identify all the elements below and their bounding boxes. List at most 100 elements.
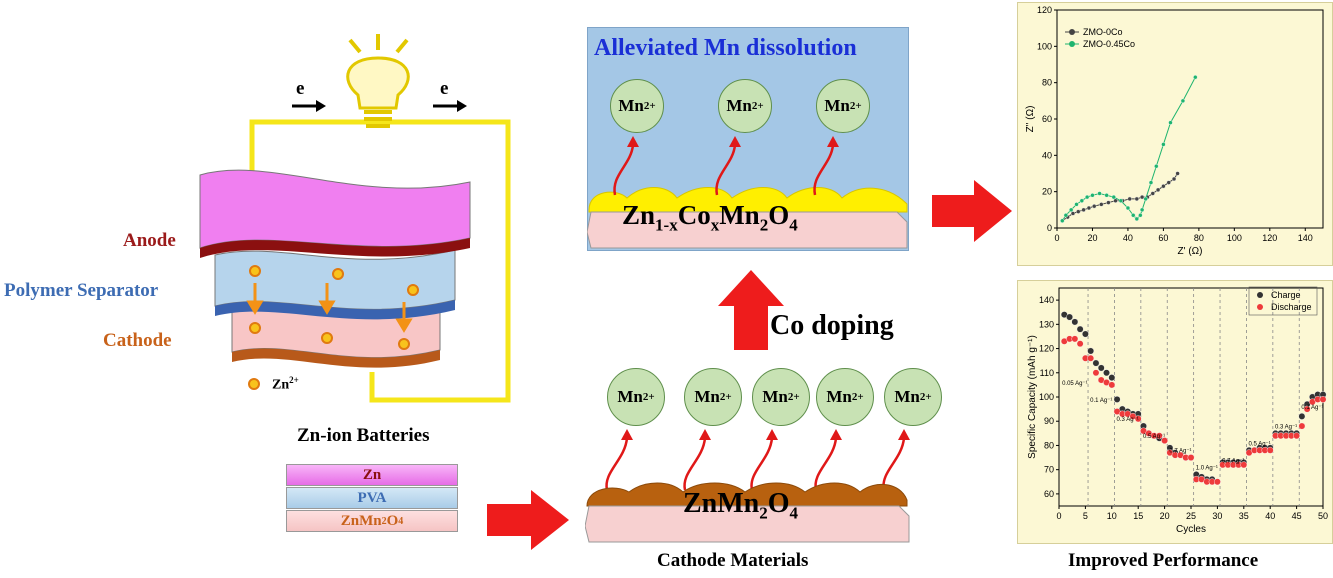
data-point-2	[1104, 193, 1109, 198]
data-point-2	[1161, 437, 1169, 445]
series-line-1	[1062, 173, 1179, 222]
data-point-2	[1161, 142, 1166, 147]
data-point-2	[1154, 164, 1159, 169]
data-point-1	[1070, 211, 1076, 216]
data-point-2	[1293, 432, 1300, 440]
data-point-1	[1076, 209, 1081, 214]
x-axis-label: Z' (Ω)	[1178, 246, 1203, 257]
legend-label-2: ZMO-0.45Co	[1083, 39, 1135, 49]
data-point-2	[1060, 218, 1065, 223]
arrow-to-performance-icon	[932, 180, 1012, 242]
x-tick-label: 15	[1133, 511, 1143, 521]
rate-label: 0.3 Ag⁻¹	[1275, 424, 1297, 430]
data-point-2	[1266, 446, 1274, 454]
data-point-1	[1139, 194, 1145, 200]
legend-label-1: Charge	[1271, 290, 1301, 300]
data-point-1	[1092, 203, 1097, 209]
doped-formula: Zn1-xCoxMn2O4	[622, 200, 798, 235]
y-tick-label: 70	[1044, 465, 1054, 475]
data-point-2	[1187, 454, 1195, 461]
data-point-2	[1168, 120, 1173, 125]
x-tick-label: 80	[1194, 233, 1204, 243]
data-point-2	[1134, 216, 1140, 222]
data-point-1	[1127, 196, 1132, 202]
data-point-2	[1108, 381, 1116, 389]
data-point-2	[1068, 207, 1074, 213]
data-point-1	[1150, 191, 1155, 196]
data-point-2	[1139, 207, 1145, 213]
y-axis-label: Z'' (Ω)	[1025, 106, 1036, 133]
legend-marker	[1257, 304, 1263, 310]
data-point-1	[1175, 171, 1180, 176]
data-point-1	[1171, 176, 1177, 182]
rate-label: 0.1 Ag⁻¹	[1090, 398, 1112, 404]
data-point-2	[1240, 461, 1248, 469]
y-tick-label: 80	[1042, 78, 1052, 88]
x-tick-label: 5	[1083, 511, 1088, 521]
data-point-1	[1099, 202, 1104, 207]
rate-label: 0.3 Ag⁻¹	[1117, 417, 1139, 423]
data-point-1	[1106, 200, 1111, 205]
co-doping-arrow-icon	[718, 270, 784, 350]
x-tick-label: 20	[1160, 511, 1170, 521]
co-doping-label: Co doping	[770, 310, 894, 341]
electron-label-left: e	[296, 78, 305, 99]
battery-schematic	[199, 34, 511, 403]
y-tick-label: 40	[1042, 150, 1052, 160]
data-point-1	[1082, 330, 1089, 338]
x-tick-label: 140	[1298, 233, 1313, 243]
rate-label: 0.5 Ag⁻¹	[1249, 441, 1271, 447]
x-tick-label: 60	[1158, 233, 1168, 243]
performance-title: Improved Performance	[1068, 550, 1259, 571]
x-tick-label: 45	[1292, 511, 1302, 521]
data-point-2	[1193, 75, 1198, 80]
undoped-release-arrows	[605, 429, 910, 491]
y-tick-label: 120	[1039, 344, 1054, 354]
lightbulb-icon	[346, 34, 410, 128]
data-point-2	[1180, 98, 1186, 104]
undoped-formula: ZnMn2O4	[683, 488, 799, 523]
y-tick-label: 90	[1044, 416, 1054, 426]
rate-chart-panel	[1017, 280, 1333, 544]
data-point-2	[1131, 213, 1136, 218]
separator-layer	[214, 249, 456, 310]
rate-label: 0.7 Ag⁻¹	[1169, 449, 1191, 455]
data-point-1	[1155, 187, 1161, 193]
y-tick-label: 60	[1044, 489, 1054, 499]
arrow-to-cathode-icon	[487, 490, 569, 550]
y-tick-label: 130	[1039, 319, 1054, 329]
cathode-materials-title: Cathode Materials	[657, 550, 809, 571]
x-tick-label: 50	[1318, 511, 1328, 521]
rate-label: 0.5 Ag⁻¹	[1143, 434, 1165, 440]
data-point-1	[1134, 196, 1140, 202]
separator-label: Polymer Separator	[4, 280, 159, 301]
data-point-1	[1071, 318, 1079, 326]
data-point-2	[1143, 196, 1148, 202]
rate-label: 0.1 Ag⁻¹	[1301, 405, 1323, 411]
doped-surface	[587, 187, 908, 249]
data-point-2	[1319, 396, 1327, 403]
doped-release-arrows	[613, 136, 839, 196]
x-tick-label: 30	[1212, 511, 1222, 521]
data-point-1	[1298, 412, 1306, 420]
x-tick-label: 20	[1087, 233, 1097, 243]
data-point-2	[1084, 194, 1090, 200]
y-tick-label: 20	[1042, 187, 1052, 197]
battery-title: Zn-ion Batteries	[297, 425, 430, 446]
legend-marker	[1069, 41, 1075, 47]
x-tick-label: 40	[1123, 233, 1133, 243]
data-point-1	[1103, 369, 1110, 377]
data-point-1	[1113, 396, 1121, 403]
data-point-1	[1097, 364, 1105, 372]
y-tick-label: 140	[1039, 295, 1054, 305]
electron-arrow-right-icon	[433, 100, 467, 112]
data-point-2	[1079, 198, 1085, 203]
x-tick-label: 100	[1227, 233, 1242, 243]
data-point-2	[1076, 340, 1084, 348]
undoped-surface	[585, 482, 910, 543]
data-point-2	[1111, 194, 1116, 200]
